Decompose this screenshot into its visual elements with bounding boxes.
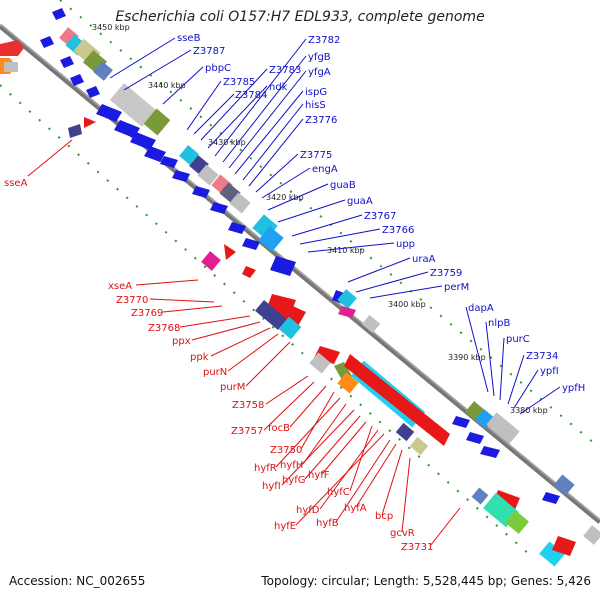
gene-label: hyfH [280, 460, 303, 471]
gene-label: hyfR [254, 463, 277, 474]
tick-label: 3430 kbp [208, 138, 246, 147]
gene-label: bcp [375, 511, 393, 522]
gene-label: hyfD [296, 505, 320, 516]
gene-label: gcvR [390, 528, 415, 539]
gene-label: hyfB [316, 518, 339, 529]
gene-label: Z3766 [382, 225, 414, 236]
gene-label: Z3731 [401, 542, 433, 553]
gene-label: Z3785 [223, 77, 255, 88]
gene-label: Z3750 [270, 445, 302, 456]
gene-label: Z3768 [148, 323, 180, 334]
reverse-gene-labels: sseA xseA Z3770 Z3769 Z3768 ppx ppk purN… [4, 178, 433, 553]
gene-label: Z3787 [193, 46, 225, 57]
tick-label: 3380 kbp [510, 406, 548, 415]
gene-label: engA [312, 164, 338, 175]
gene-label: focB [268, 423, 290, 434]
gene-label: guaA [347, 196, 373, 207]
genome-backbone-highlight [0, 23, 600, 521]
gene-label: hyfI [262, 481, 281, 492]
gene-label: yfgA [308, 67, 331, 78]
gene-label: hyfC [327, 487, 350, 498]
gene-label: hisS [305, 100, 326, 111]
gene-features [0, 8, 600, 567]
tick-label: 3390 kbp [448, 353, 486, 362]
gene-label: Z3775 [300, 150, 332, 161]
tick-label: 3440 kbp [148, 81, 186, 90]
dotted-guides [0, 0, 600, 556]
gene-label: perM [444, 282, 469, 293]
gene-label: pbpC [205, 63, 231, 74]
gene-label: ppk [190, 352, 209, 363]
gene-label: Z3770 [116, 295, 148, 306]
tick-label: 3400 kbp [388, 300, 426, 309]
map-title: Escherichia coli O157:H7 EDL933, complet… [115, 9, 485, 25]
gene-label: upp [396, 239, 415, 250]
gene-label: Z3757 [231, 426, 263, 437]
forward-leaders [109, 37, 561, 415]
gene-label: xseA [108, 281, 132, 292]
gene-label: hyfG [282, 475, 306, 486]
topology-text: Topology: circular; Length: 5,528,445 bp… [261, 574, 591, 588]
gene-label: ypfH [562, 383, 585, 394]
gene-label: sseB [177, 33, 201, 44]
gene-label: dapA [468, 303, 494, 314]
gene-label: Z3767 [364, 211, 396, 222]
gene-label: ypfI [540, 366, 559, 377]
gene-label: purM [220, 382, 245, 393]
gene-label: uraA [412, 254, 436, 265]
tick-labels: 3450 kbp 3440 kbp 3430 kbp 3420 kbp 3410… [92, 23, 548, 415]
gene-label: hyfE [274, 521, 296, 532]
gene-label: hyfA [344, 503, 367, 514]
tick-label: 3420 kbp [266, 193, 304, 202]
forward-gene-labels: sseB Z3787 pbpC Z3785 Z3784 Z3783 ndk Z3… [177, 33, 585, 394]
tick-label: 3410 kbp [327, 246, 365, 255]
gene-label: purN [203, 367, 227, 378]
gene-label: ispG [305, 87, 327, 98]
reverse-leaders [27, 139, 461, 547]
gene-label: Z3759 [430, 268, 462, 279]
gene-label: ndk [269, 82, 288, 93]
accession-text: Accession: NC_002655 [9, 574, 146, 588]
gene-label: sseA [4, 178, 28, 189]
gene-label: hyfF [308, 470, 330, 481]
gene-label: Z3734 [526, 351, 558, 362]
tick-label: 3450 kbp [92, 23, 130, 32]
gene-label: Z3782 [308, 35, 340, 46]
gene-label: Z3784 [235, 90, 267, 101]
gene-label: yfgB [308, 52, 331, 63]
gene-label: guaB [330, 180, 356, 191]
gene-label: Z3776 [305, 115, 337, 126]
gene-label: Z3769 [131, 308, 163, 319]
gene-label: purC [506, 334, 530, 345]
gene-label: Z3758 [232, 400, 264, 411]
gene-label: nlpB [488, 318, 510, 329]
gene-label: ppx [172, 336, 191, 347]
gene-label: Z3783 [269, 65, 301, 76]
